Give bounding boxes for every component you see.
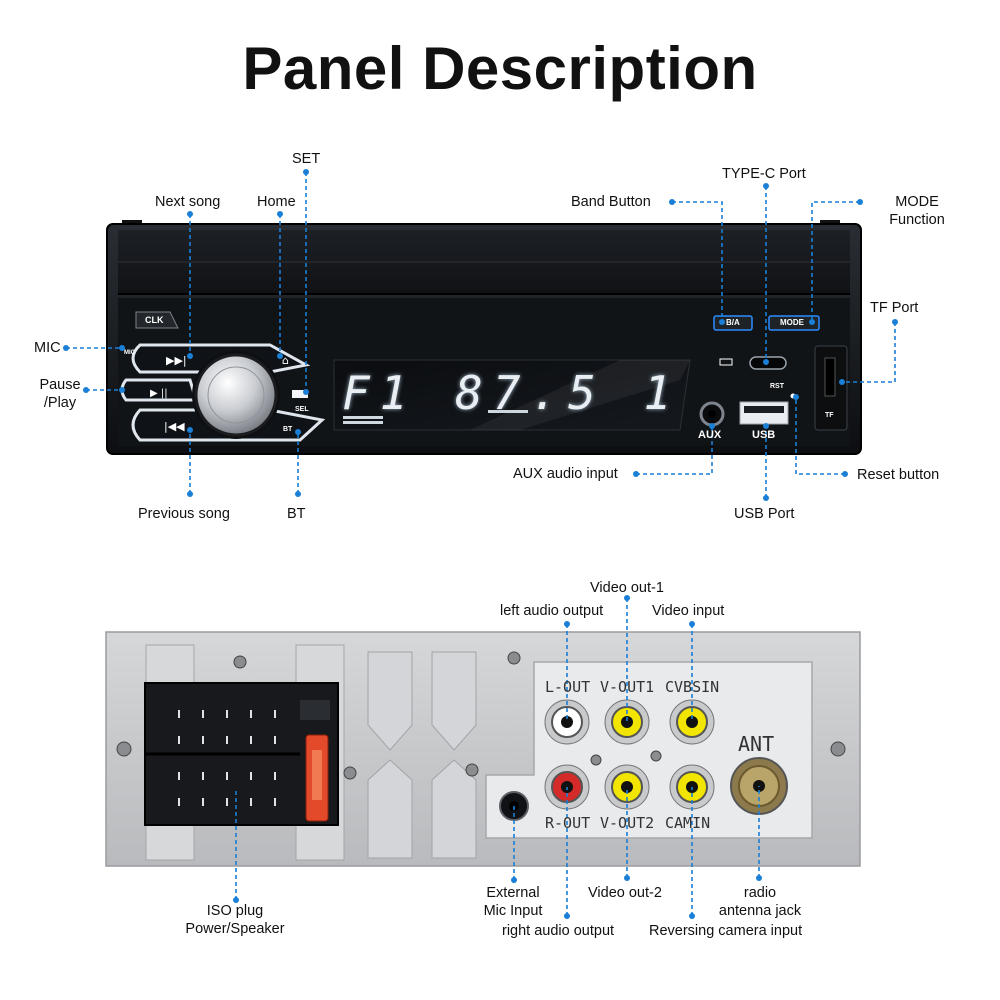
rca-jack-v-out1 bbox=[604, 699, 650, 745]
callout-band-button: Band Button bbox=[571, 194, 651, 210]
cvbsin-port-label: CVBSIN bbox=[665, 678, 720, 696]
callout-pause-play: Pause /Play bbox=[39, 377, 81, 411]
callout-previous-song: Previous song bbox=[138, 506, 230, 522]
callout-reversing-camera-input: Reversing camera input bbox=[649, 923, 803, 939]
v-out2-port-label: V-OUT2 bbox=[600, 814, 655, 832]
l-out-port-label: L-OUT bbox=[545, 678, 591, 696]
clk-button-label: CLK bbox=[145, 315, 164, 325]
callout-mic: MIC bbox=[34, 340, 61, 356]
rca-jack-v-out2 bbox=[604, 764, 650, 810]
callout-aux-audio-input: AUX audio input bbox=[513, 466, 618, 482]
callout-typec-port: TYPE-C Port bbox=[722, 166, 806, 182]
leader-endpoints bbox=[63, 169, 898, 919]
callout-left-audio-output: left audio output bbox=[500, 603, 604, 619]
callout-usb-port: USB Port bbox=[734, 506, 795, 522]
radio-display-readout: F1 87.5 1 bbox=[342, 366, 682, 420]
svg-text:⌂: ⌂ bbox=[282, 354, 289, 367]
callout-next-song: Next song bbox=[155, 194, 221, 210]
callout-bt: BT bbox=[287, 506, 306, 522]
leader-lines bbox=[66, 172, 896, 916]
r-out-port-label: R-OUT bbox=[545, 814, 591, 832]
svg-text:▶ ||: ▶ || bbox=[150, 388, 168, 399]
ant-port-label: ANT bbox=[738, 732, 775, 756]
usb-port-label: USB bbox=[752, 429, 776, 441]
bt-button-label: BT bbox=[283, 426, 293, 433]
mic-hole-label: MIC bbox=[124, 350, 135, 356]
rca-jack-l-out bbox=[544, 699, 590, 745]
rst-label: RST bbox=[770, 383, 784, 390]
callout-right-audio-output: right audio output bbox=[502, 923, 615, 939]
v-out1-port-label: V-OUT1 bbox=[600, 678, 655, 696]
aux-port-label: AUX bbox=[698, 429, 722, 441]
rear-panel bbox=[105, 631, 861, 867]
callout-home: Home bbox=[257, 194, 296, 210]
callout-video-out-1: Video out-1 bbox=[590, 580, 664, 596]
front-panel: ▶▶| ▶ || |◀◀ ⌂ bbox=[106, 220, 862, 455]
sel-label: SEL bbox=[295, 406, 309, 413]
callout-video-out-2: Video out-2 bbox=[588, 885, 662, 901]
svg-text:▶▶|: ▶▶| bbox=[166, 354, 187, 367]
ba-button-label: B/A bbox=[726, 318, 740, 327]
callout-iso-plug: ISO plug Power/Speaker bbox=[185, 903, 285, 937]
mode-button-label: MODE bbox=[780, 318, 804, 327]
tf-slot-label: TF bbox=[825, 412, 834, 419]
page-title: Panel Description bbox=[242, 35, 758, 102]
camin-port-label: CAMIN bbox=[665, 814, 711, 832]
callout-set: SET bbox=[292, 151, 321, 167]
callout-external-mic-input: External Mic Input bbox=[483, 885, 543, 919]
callout-tf-port: TF Port bbox=[870, 300, 919, 316]
callout-mode-function: MODE Function bbox=[889, 194, 945, 228]
callout-radio-antenna-jack: radio antenna jack bbox=[718, 885, 802, 919]
svg-text:|◀◀: |◀◀ bbox=[164, 420, 185, 433]
callout-video-input: Video input bbox=[652, 603, 725, 619]
rca-jack-cvbsin bbox=[669, 699, 715, 745]
callout-reset-button: Reset button bbox=[857, 467, 940, 483]
